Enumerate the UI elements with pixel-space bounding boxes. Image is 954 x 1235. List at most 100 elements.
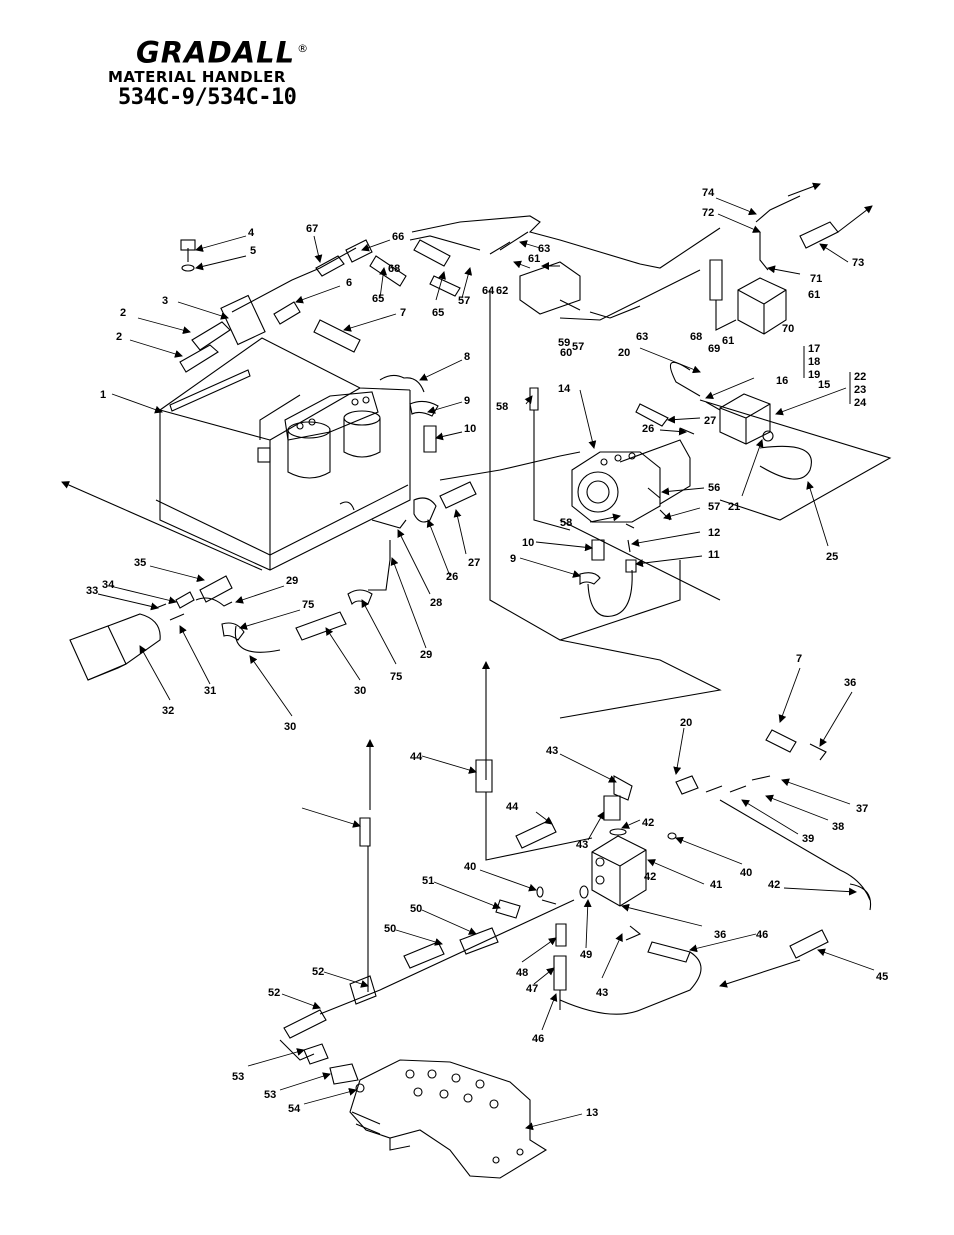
- callout-2: 2: [116, 331, 122, 343]
- model-number: 534C-9/534C-10: [118, 84, 297, 110]
- callout-1: 1: [100, 389, 106, 401]
- callout-20: 20: [680, 717, 692, 729]
- valve-block-70: [737, 277, 787, 335]
- callout-7: 7: [400, 307, 406, 319]
- hose-35: [199, 575, 233, 603]
- callout-5: 5: [250, 245, 256, 257]
- registered-mark: ®: [297, 42, 310, 55]
- callout-40: 40: [464, 861, 476, 873]
- elbow-43a: [603, 795, 621, 821]
- callout-43: 43: [546, 745, 558, 757]
- callout-63: 63: [538, 243, 550, 255]
- callout-27: 27: [468, 557, 480, 569]
- hose-73: [799, 221, 839, 249]
- callout-36: 36: [714, 929, 726, 941]
- callout-60: 60: [560, 347, 572, 359]
- manifold-41: [591, 828, 647, 907]
- line-to-valve: [319, 899, 575, 1015]
- tee-72: [755, 195, 801, 271]
- tank-port: [339, 501, 355, 511]
- arrow-73: [837, 205, 873, 233]
- callout-38: 38: [832, 821, 844, 833]
- hose-69: [715, 300, 737, 331]
- callout-6: 6: [346, 277, 352, 289]
- fitting-68-right: [709, 259, 723, 301]
- callout-9: 9: [464, 395, 470, 407]
- callout-4: 4: [248, 227, 255, 239]
- elbow-36: [809, 743, 827, 761]
- callout-50: 50: [410, 903, 422, 915]
- callout-18: 18: [808, 356, 820, 368]
- valve-block-edges: [737, 289, 787, 334]
- hose-52b: [349, 975, 377, 1005]
- callout-66: 66: [392, 231, 404, 243]
- line-44-manifold: [485, 792, 593, 861]
- callout-56: 56: [708, 482, 720, 494]
- elbow-66: [345, 239, 373, 263]
- callout-68: 68: [690, 331, 702, 343]
- callout-37: 37: [856, 803, 868, 815]
- hose-27: [439, 481, 477, 509]
- callout-74: 74: [702, 187, 715, 199]
- drawing-lines: [61, 182, 892, 1179]
- callout-72: 72: [702, 207, 714, 219]
- callout-25: 25: [826, 551, 838, 563]
- arrow-74: [787, 182, 821, 197]
- callout-46: 46: [756, 929, 768, 941]
- callout-10: 10: [464, 423, 476, 435]
- hose-25: [759, 445, 812, 480]
- callout-52: 52: [268, 987, 280, 999]
- fitting-44: [475, 759, 493, 793]
- o-ring-40b: [667, 832, 677, 840]
- elbow-29: [368, 540, 391, 591]
- hose-7: [313, 319, 361, 353]
- callout-21: 21: [728, 501, 740, 513]
- block-60: [519, 261, 581, 315]
- callout-44: 44: [506, 801, 519, 813]
- hose-30: [295, 611, 347, 641]
- bracket-3: [220, 294, 266, 346]
- hose-20-lower: [675, 775, 699, 795]
- elbow-43c: [625, 925, 642, 941]
- elbow-43b: [613, 775, 633, 801]
- callout-62: 62: [496, 285, 508, 297]
- leader-lines: [97, 197, 875, 1131]
- callout-50: 50: [384, 923, 396, 935]
- callout-58: 58: [496, 401, 508, 413]
- callout-43: 43: [576, 839, 588, 851]
- callout-45: 45: [876, 971, 888, 983]
- callout-17: 17: [808, 343, 820, 355]
- routing-line-right-box: [699, 399, 892, 521]
- hose-36-line: [719, 799, 871, 901]
- clamp-75b: [221, 622, 245, 641]
- hose-53b: [303, 1043, 329, 1065]
- manifold-edges: [719, 403, 771, 444]
- callout-69: 69: [708, 343, 720, 355]
- callout-30: 30: [354, 685, 366, 697]
- filter-32: [69, 613, 161, 681]
- clamp-9-left: [409, 400, 439, 417]
- hose-46: [647, 941, 691, 963]
- hose-8: [379, 374, 425, 393]
- tank-filters: [284, 391, 381, 479]
- callout-46: 46: [532, 1033, 544, 1045]
- callout-65: 65: [372, 293, 384, 305]
- o-ring-49: [579, 885, 589, 899]
- callout-71: 71: [810, 273, 822, 285]
- fitting-11: [625, 559, 637, 573]
- callout-75: 75: [302, 599, 314, 611]
- callout-30: 30: [284, 721, 296, 733]
- fittings-56-57: [647, 487, 671, 521]
- callout-3: 3: [162, 295, 168, 307]
- callout-57: 57: [572, 341, 584, 353]
- clamp-9: [579, 572, 601, 586]
- hose-20-loop: [669, 361, 701, 397]
- callout-67: 67: [306, 223, 318, 235]
- top-left-tubing: [231, 247, 357, 313]
- control-valve-55: [349, 1059, 548, 1179]
- hose-30-bend: [234, 625, 281, 653]
- callout-70: 70: [782, 323, 794, 335]
- title-block: GRADALL® MATERIAL HANDLER 534C-9/534C-10: [108, 34, 328, 110]
- hydraulic-tank: [155, 337, 411, 571]
